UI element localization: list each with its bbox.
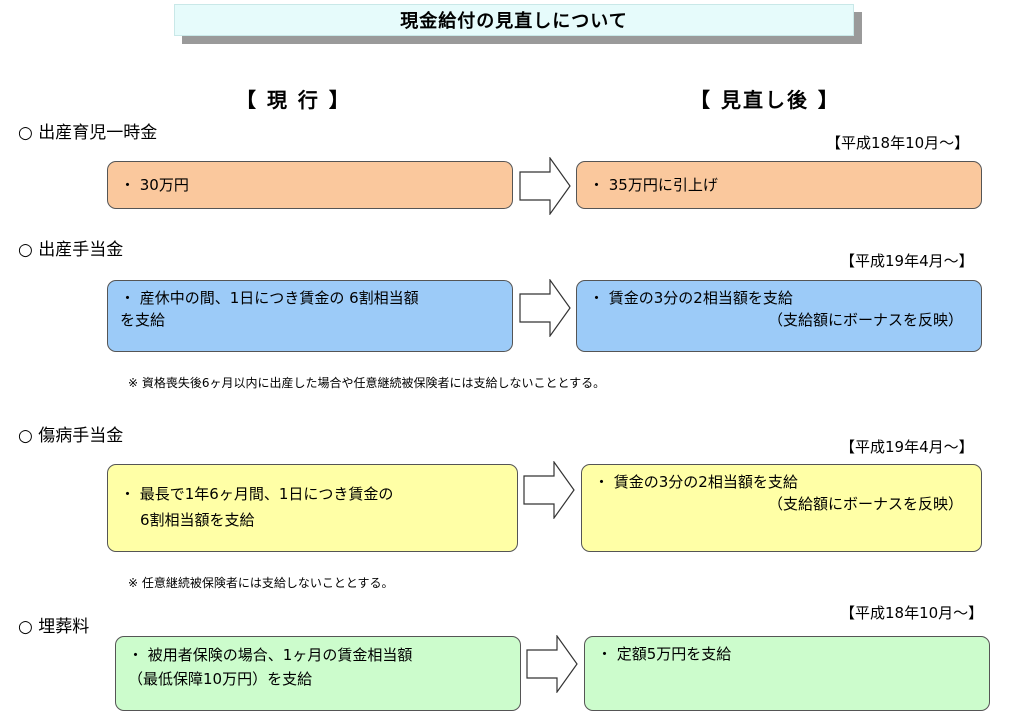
current-benefit-line: を支給: [120, 311, 166, 329]
current-benefit-box: ・ 30万円: [107, 161, 513, 209]
revised-benefit-line: ・ 賃金の3分の2相当額を支給: [594, 473, 798, 491]
revised-benefit-box: ・ 35万円に引上げ: [576, 161, 982, 209]
arrow-right-icon: [519, 279, 571, 337]
revised-benefit-line: ・ 定額5万円を支給: [597, 645, 732, 663]
current-benefit-line: （最低保障10万円）を支給: [128, 670, 313, 688]
current-benefit-box: ・ 最長で1年6ヶ月間、1日につき賃金の 6割相当額を支給: [107, 464, 518, 552]
effective-date: 【平成18年10月～】: [840, 604, 984, 622]
footnote: ※ 任意継続被保険者には支給しないこととする。: [128, 576, 394, 590]
arrow-right-icon: [526, 635, 578, 693]
effective-date: 【平成19年4月～】: [840, 438, 974, 456]
revised-benefit-box: ・ 賃金の3分の2相当額を支給 （支給額にボーナスを反映）: [581, 464, 982, 552]
current-benefit-line: 6割相当額を支給: [140, 511, 255, 529]
current-benefit-box: ・ 被用者保険の場合、1ヶ月の賃金相当額 （最低保障10万円）を支給: [115, 636, 521, 711]
current-benefit-line: ・ 最長で1年6ヶ月間、1日につき賃金の: [120, 485, 394, 503]
arrow-right-icon: [523, 461, 575, 519]
current-benefit-line: ・ 被用者保険の場合、1ヶ月の賃金相当額: [128, 646, 413, 664]
section-title-burial-allowance: ○ 埋葬料: [18, 617, 90, 637]
page-title: 現金給付の見直しについて: [174, 4, 854, 36]
section-title-maternity-allowance: ○ 出産手当金: [18, 240, 124, 260]
section-title-sickness-allowance: ○ 傷病手当金: [18, 426, 124, 446]
section-title-childbirth-lump-sum: ○ 出産育児一時金: [18, 123, 158, 143]
current-benefit-line: ・ 30万円: [120, 176, 189, 194]
revised-benefit-line: ・ 35万円に引上げ: [589, 176, 718, 194]
revised-benefit-line: （支給額にボーナスを反映）: [767, 495, 963, 513]
column-header-current: 【 現 行 】: [236, 88, 351, 112]
effective-date: 【平成19年4月～】: [840, 252, 974, 270]
revised-benefit-box: ・ 定額5万円を支給: [584, 636, 990, 711]
current-benefit-line: ・ 産休中の間、1日につき賃金の 6割相当額: [120, 289, 419, 307]
current-benefit-box: ・ 産休中の間、1日につき賃金の 6割相当額 を支給: [107, 280, 513, 352]
revised-benefit-line: ・ 賃金の3分の2相当額を支給: [589, 289, 793, 307]
effective-date: 【平成18年10月～】: [826, 134, 970, 152]
revised-benefit-line: （支給額にボーナスを反映）: [767, 311, 963, 329]
revised-benefit-box: ・ 賃金の3分の2相当額を支給 （支給額にボーナスを反映）: [576, 280, 982, 352]
footnote: ※ 資格喪失後6ヶ月以内に出産した場合や任意継続被保険者には支給しないこととする…: [128, 376, 606, 390]
arrow-right-icon: [519, 157, 571, 215]
column-header-revised: 【 見直し後 】: [690, 88, 840, 112]
